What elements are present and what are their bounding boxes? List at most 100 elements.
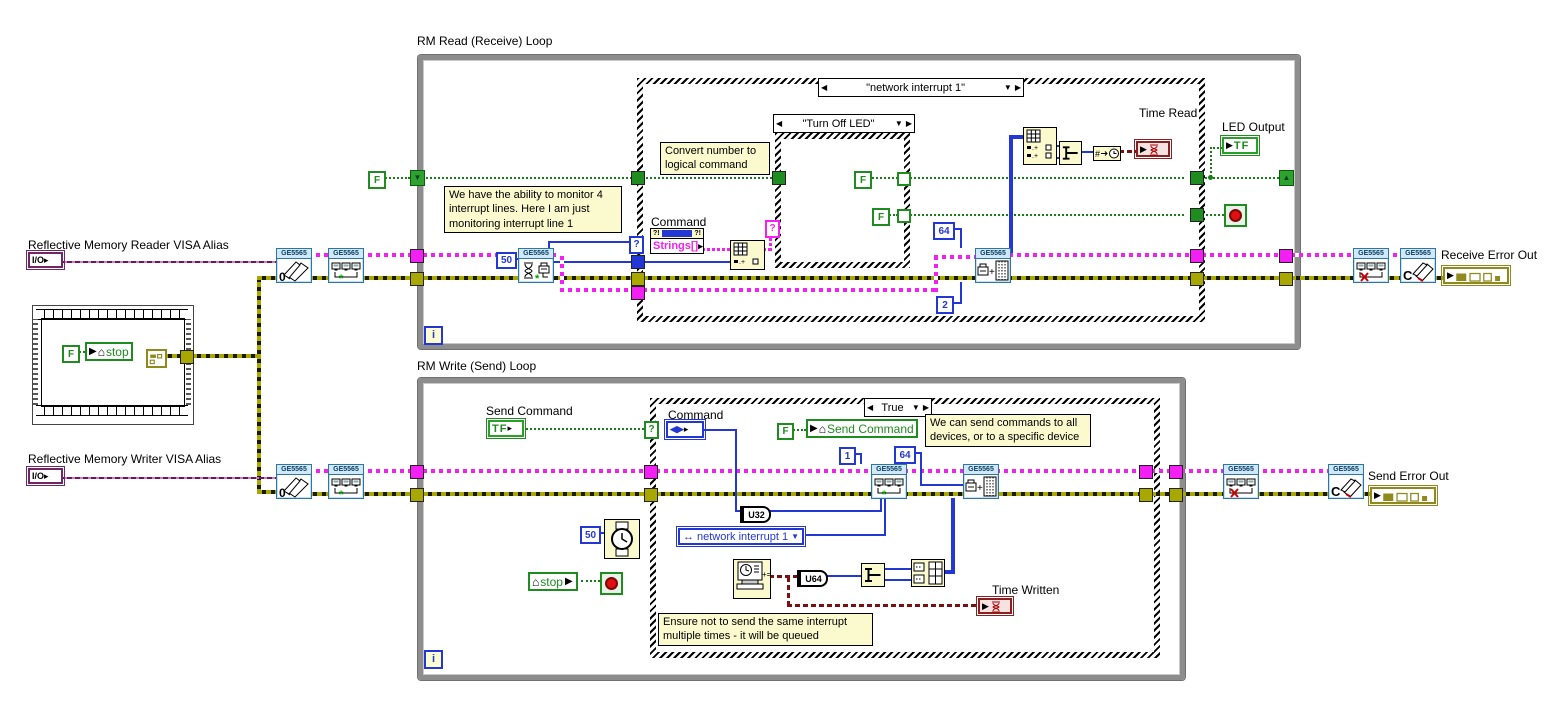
wire-error xyxy=(1291,276,1353,280)
ge5565-enable-interrupts-writer[interactable]: GE5565* xyxy=(328,464,364,499)
wire-handle xyxy=(360,253,412,257)
receive-error-label: Receive Error Out xyxy=(1441,248,1538,262)
send-error-out-indicator[interactable]: ▶ xyxy=(1368,485,1438,506)
writer-visa-control[interactable]: I/O ▸ xyxy=(26,466,65,486)
length-constant[interactable]: 64 xyxy=(933,222,955,240)
false-constant[interactable]: F xyxy=(854,171,872,189)
false-constant[interactable]: F xyxy=(368,171,386,189)
case-next-icon[interactable]: ▶ xyxy=(922,402,929,412)
read-case-value[interactable]: "network interrupt 1" xyxy=(866,81,965,94)
tunnel-boolean xyxy=(631,171,645,185)
send-command-global[interactable]: ▶ ⌂ Send Command xyxy=(806,419,918,438)
stop-global-read[interactable]: ⌂ stop ▶ xyxy=(528,572,578,591)
wait-ms-node[interactable] xyxy=(604,519,640,559)
to-timestamp-node[interactable]: # xyxy=(1093,146,1121,161)
arrow-icon: ▶ xyxy=(1140,143,1147,154)
wire-error xyxy=(1151,492,1174,496)
command-read-label: Command xyxy=(651,215,707,229)
wire-handle xyxy=(1202,253,1289,257)
ge5565-enable-interrupts-reader[interactable]: GE5565* xyxy=(328,248,364,283)
write-case-value[interactable]: True xyxy=(881,401,904,414)
arrow-small-icon: ▸ xyxy=(44,254,49,265)
shift-register-left[interactable]: ▼ xyxy=(410,170,425,186)
case-next-icon[interactable]: ▶ xyxy=(1014,82,1021,92)
device-constant[interactable]: 1 xyxy=(839,447,856,465)
stop-global-write[interactable]: ▶ ⌂ stop xyxy=(85,342,133,361)
comment-monitor: We have the ability to monitor 4 interru… xyxy=(444,186,622,233)
false-constant[interactable]: F xyxy=(872,208,890,226)
write-case-selector[interactable]: ◀ True ▼ ▶ xyxy=(864,398,932,417)
error-cluster-constant[interactable] xyxy=(146,349,167,368)
inner-case-selector[interactable]: ◀ "Turn Off LED" ▼ ▶ xyxy=(773,114,915,133)
time-written-indicator[interactable]: ▶ xyxy=(976,596,1014,616)
wire-error xyxy=(1202,276,1289,280)
wire-timestamp xyxy=(787,578,790,606)
case-next-icon[interactable]: ▶ xyxy=(905,118,912,128)
ge5565-disable-interrupts-writer[interactable]: GE5565 xyxy=(1223,464,1259,499)
shift-register-right[interactable]: ▲ xyxy=(1279,170,1294,186)
false-constant[interactable]: F xyxy=(777,423,794,440)
read-case-selector[interactable]: ◀ "network interrupt 1" ▼ ▶ xyxy=(818,78,1024,97)
wire-handle xyxy=(643,288,938,292)
command-property-node[interactable]: ?! ?! Strings[] ▸ xyxy=(650,228,704,254)
wait-constant-write[interactable]: 50 xyxy=(580,526,601,544)
wire-numeric xyxy=(1055,145,1059,147)
wire-numeric xyxy=(735,429,737,512)
prop-flag-icon: ?! xyxy=(694,230,701,237)
command-write-control[interactable]: ◀▶ ▸ xyxy=(664,419,706,440)
case-selector-tunnel: ? xyxy=(644,421,659,439)
false-constant[interactable]: F xyxy=(62,345,80,363)
split-number-node[interactable] xyxy=(861,563,885,587)
sequence-film-top xyxy=(36,309,188,320)
ge5565-disable-interrupts-reader[interactable]: GE5565 xyxy=(1353,248,1389,283)
dropdown-icon[interactable]: ▼ xyxy=(1003,83,1012,92)
svg-text:+=: += xyxy=(762,570,770,579)
read-loop-title: RM Read (Receive) Loop xyxy=(417,34,553,48)
tunnel-handle xyxy=(1190,249,1204,263)
case-prev-icon[interactable]: ◀ xyxy=(867,402,874,412)
hourglass-icon xyxy=(1148,143,1160,156)
tunnel-error xyxy=(644,488,658,502)
svg-text:0: 0 xyxy=(279,486,286,498)
wire-handle xyxy=(934,255,938,292)
interrupt-ring-constant[interactable]: ↔ network interrupt 1 ▼ xyxy=(675,526,807,547)
u32-conversion[interactable]: U32 xyxy=(740,506,771,523)
tunnel-error xyxy=(1139,488,1153,502)
case-prev-icon[interactable]: ◀ xyxy=(776,118,783,128)
wire-numeric xyxy=(822,575,861,577)
inner-case-value[interactable]: "Turn Off LED" xyxy=(802,117,875,130)
reader-visa-control[interactable]: I/O ▸ xyxy=(26,250,65,270)
arrow-small-icon: ▸ xyxy=(44,470,49,481)
ge5565-read-array[interactable]: GE5565+ xyxy=(975,248,1011,283)
send-command-control[interactable]: TF ▸ xyxy=(486,418,526,439)
wire-handle xyxy=(1385,253,1400,257)
send-command-label: Send Command xyxy=(486,404,573,418)
time-read-indicator[interactable]: ▶ xyxy=(1134,139,1172,159)
wire-error xyxy=(257,490,276,494)
index-array-node[interactable]: .+.+ xyxy=(1023,127,1057,165)
index-array-node[interactable]: .+ xyxy=(730,240,765,270)
u64-conversion[interactable]: U64 xyxy=(797,570,828,587)
dropdown-icon[interactable]: ▼ xyxy=(911,403,920,412)
ge5565-write-array[interactable]: GE5565+ xyxy=(963,464,999,499)
length-constant[interactable]: 64 xyxy=(894,446,916,464)
tunnel-error xyxy=(410,272,424,286)
write-while-loop xyxy=(418,378,1185,680)
ge5565-wait-interrupt[interactable]: GE5565* xyxy=(518,248,554,283)
wire-numeric xyxy=(920,484,963,486)
build-array-node[interactable] xyxy=(911,559,945,587)
timeout-constant-read[interactable]: 50 xyxy=(496,252,517,269)
arrow-icon: ▶ xyxy=(1374,490,1381,500)
offset-constant[interactable]: 2 xyxy=(936,296,954,314)
led-output-indicator[interactable]: ▶ TF xyxy=(1220,135,1260,156)
get-datetime-node[interactable]: += xyxy=(733,559,771,599)
case-prev-icon[interactable]: ◀ xyxy=(821,82,828,92)
join-numbers-node[interactable] xyxy=(1059,141,1082,165)
ge5565-send-interrupt[interactable]: GE5565* xyxy=(871,464,907,499)
dropdown-icon[interactable]: ▼ xyxy=(894,119,903,128)
receive-error-out-indicator[interactable]: ▶ xyxy=(1441,265,1511,286)
